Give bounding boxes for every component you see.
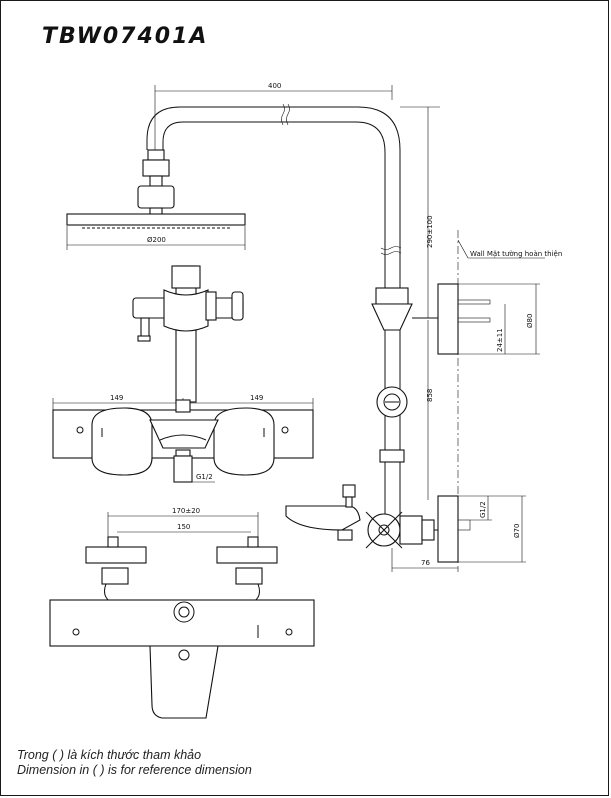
shower-head-assembly: 400 Ø200 [66, 82, 402, 300]
reference-note: Trong ( ) là kích thước tham khảo Dimens… [17, 748, 252, 778]
dim-149-right: 149 [250, 394, 263, 402]
thermostatic-body-front: 149 149 G1/2 [52, 394, 314, 483]
note-vietnamese: Trong ( ) là kích thước tham khảo [17, 748, 202, 762]
dim-76: 76 [421, 559, 430, 567]
dim-24: 24±11 [496, 328, 504, 352]
dim-400: 400 [268, 82, 281, 90]
wall-label: Wall Mặt tường hoàn thiện [470, 250, 562, 258]
dim-170: 170±20 [172, 507, 200, 515]
dim-g12-body: G1/2 [196, 473, 213, 481]
dim-head-diameter: Ø200 [147, 236, 166, 244]
model-number-title: TBW07401A [42, 24, 209, 49]
dim-290: 290±100 [426, 215, 434, 248]
dim-70: Ø70 [513, 524, 521, 538]
dim-150: 150 [177, 523, 190, 531]
dim-858: 858 [426, 389, 434, 402]
side-view: 290±100 Ø80 24±11 Wall Mặt tường hoàn th… [285, 106, 562, 572]
dim-80: Ø80 [526, 314, 534, 328]
note-english: Dimension in ( ) is for reference dimens… [17, 763, 252, 777]
thermostatic-body-top-view: 170±20 150 [49, 507, 315, 719]
dim-g12-side: G1/2 [479, 501, 487, 518]
slide-bar-holder [132, 265, 244, 403]
dim-149-left: 149 [110, 394, 123, 402]
